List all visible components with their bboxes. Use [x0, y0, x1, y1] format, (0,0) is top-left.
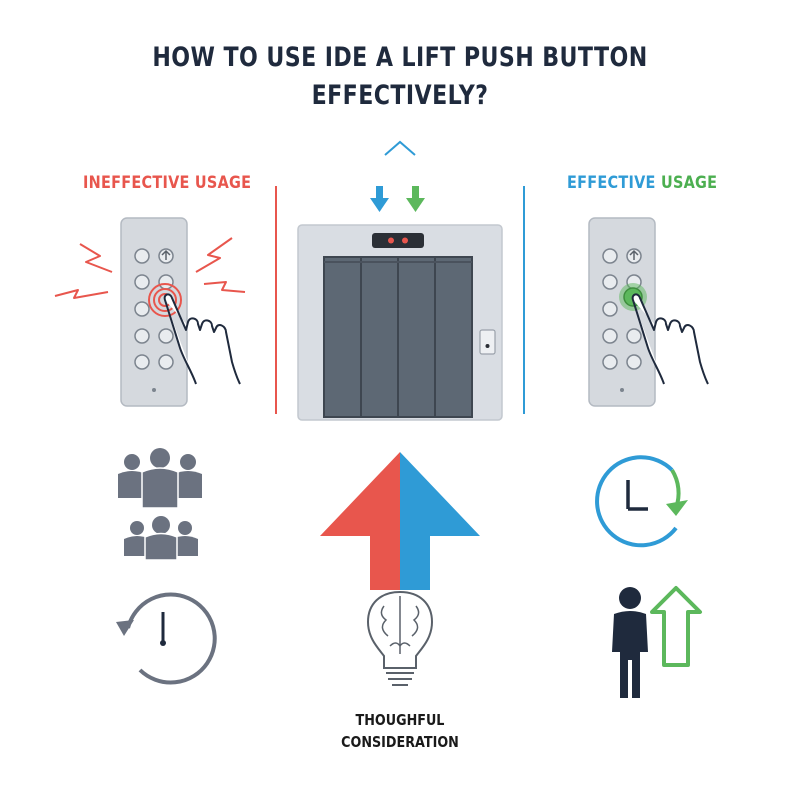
up-arrow-button-icon	[161, 249, 171, 260]
effective-usage-heading: EFFECTIVE USAGE	[567, 173, 717, 193]
hand-pointer-icon	[163, 293, 241, 385]
left-divider	[275, 186, 277, 414]
effective-usage-heading-part1: EFFECTIVE	[567, 173, 661, 193]
down-arrow-icon	[370, 186, 425, 212]
press-ripple-red	[148, 283, 182, 317]
effective-usage-heading-part2: USAGE	[660, 173, 718, 193]
lightning-icon	[54, 237, 246, 299]
right-divider	[523, 186, 525, 414]
chevron-up-icon	[384, 140, 416, 156]
ineffective-usage-heading: INEFFECTIVE USAGE	[83, 173, 252, 193]
floor-indicator	[372, 233, 424, 248]
call-button	[479, 329, 496, 355]
page-title-line1: HOW TO USE IDE A LIFT PUSH BUTTON	[152, 42, 648, 73]
caption-line1: THOUGHFUL	[355, 711, 445, 729]
hand-pointer-icon	[631, 293, 709, 385]
caption-line2: CONSIDERATION	[341, 733, 459, 751]
page-title-line2: EFFECTIVELY?	[311, 80, 489, 111]
right-panel-buttons	[602, 248, 642, 370]
